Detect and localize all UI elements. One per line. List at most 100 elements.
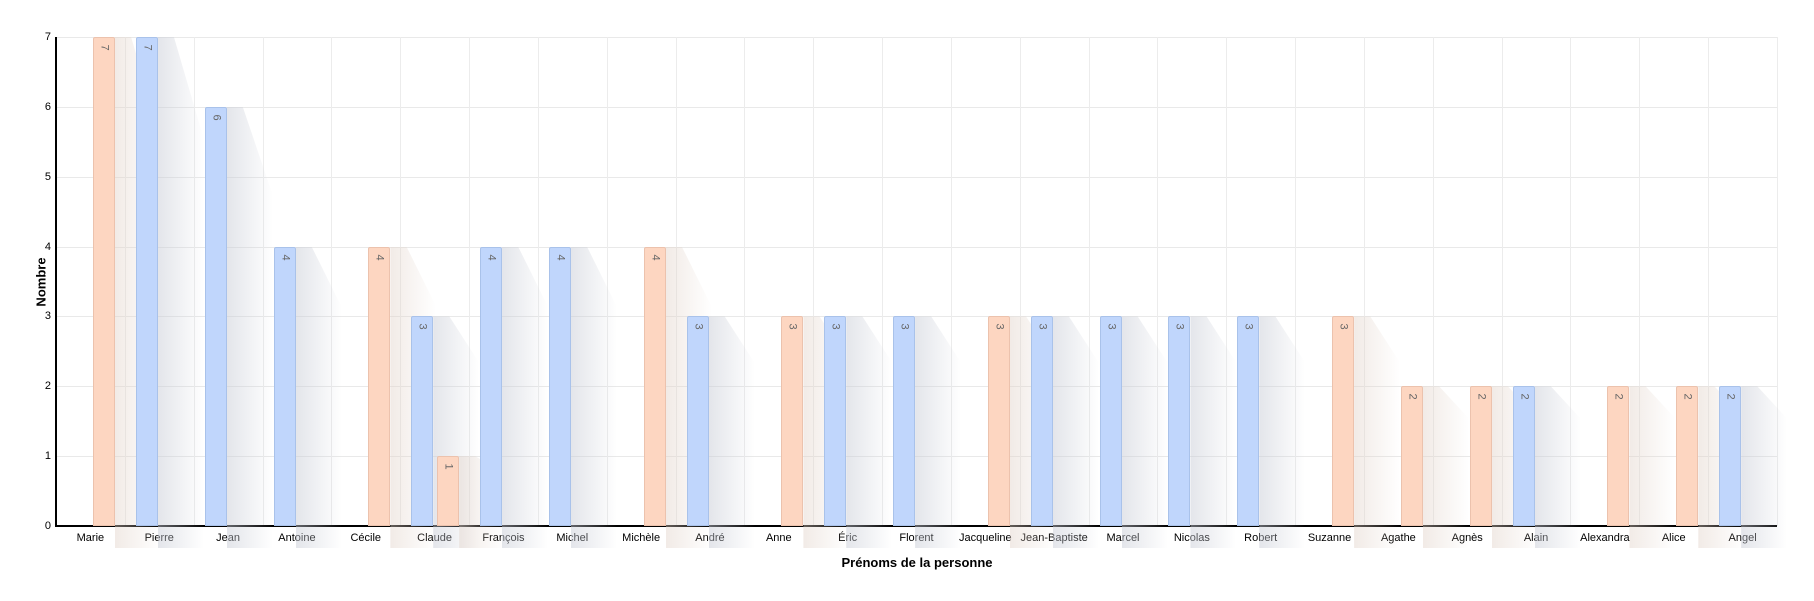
x-tick-label: Alexandra xyxy=(1580,532,1630,544)
bar-cécile[interactable]: 4 xyxy=(368,246,391,526)
bar-value-label: 7 xyxy=(141,44,154,51)
y-tick-label: 2 xyxy=(44,380,51,393)
v-gridline xyxy=(1157,37,1159,526)
v-gridline xyxy=(813,37,815,526)
bar-claude[interactable]: 3 xyxy=(411,316,434,526)
v-gridline xyxy=(1088,37,1090,526)
v-gridline xyxy=(193,37,195,526)
v-gridline xyxy=(537,37,539,526)
h-gridline xyxy=(56,176,1777,178)
h-gridline xyxy=(56,316,1777,318)
h-gridline xyxy=(56,106,1777,108)
bar-value-label: 3 xyxy=(1036,323,1049,330)
bar-shadow xyxy=(1534,386,1581,548)
bar-value-label: 4 xyxy=(649,254,662,261)
y-tick-label: 3 xyxy=(44,310,51,323)
y-tick-label: 6 xyxy=(44,100,51,113)
v-gridline xyxy=(1019,37,1021,526)
bar-antoine[interactable]: 4 xyxy=(273,246,296,526)
bar-value-label: 3 xyxy=(692,323,705,330)
bar-françois[interactable]: 4 xyxy=(480,246,503,526)
bar-value-label: 2 xyxy=(1518,393,1531,400)
bar-alain[interactable]: 2 xyxy=(1512,386,1535,526)
v-gridline xyxy=(1639,37,1641,526)
bar-shadow xyxy=(846,316,893,548)
bar-anne[interactable]: 3 xyxy=(781,316,804,526)
bar-value-label: 4 xyxy=(373,254,386,261)
bar-value-label: 4 xyxy=(279,254,292,261)
bar-claude[interactable]: 1 xyxy=(437,456,460,526)
bar-jean-baptiste[interactable]: 3 xyxy=(1030,316,1053,526)
bar-suzanne[interactable]: 3 xyxy=(1332,316,1355,526)
v-gridline xyxy=(124,37,126,526)
bar-value-label: 1 xyxy=(442,463,455,470)
y-axis-line xyxy=(55,37,57,527)
bar-shadow xyxy=(1121,316,1168,548)
v-gridline xyxy=(1226,37,1228,526)
y-tick-label: 4 xyxy=(44,240,51,253)
bar-jean[interactable]: 6 xyxy=(204,106,227,526)
bar-jacqueline[interactable]: 3 xyxy=(987,316,1010,526)
v-gridline xyxy=(882,37,884,526)
x-tick-label: Cécile xyxy=(350,532,382,544)
bar-michèle[interactable]: 4 xyxy=(643,246,666,526)
bar-shadow xyxy=(708,316,755,548)
bar-shadow xyxy=(1259,316,1306,548)
bar-shadow xyxy=(570,246,617,548)
x-tick-label: Alice xyxy=(1661,532,1686,544)
x-tick-label: Michèle xyxy=(622,532,661,544)
v-gridline xyxy=(675,37,677,526)
x-tick-label: Agathe xyxy=(1380,532,1416,544)
bar-agathe[interactable]: 2 xyxy=(1400,386,1423,526)
bar-value-label: 3 xyxy=(898,323,911,330)
bar-andré[interactable]: 3 xyxy=(686,316,709,526)
bar-value-label: 3 xyxy=(1242,323,1255,330)
bar-marcel[interactable]: 3 xyxy=(1099,316,1122,526)
bar-angel[interactable]: 2 xyxy=(1719,386,1742,526)
v-gridline xyxy=(950,37,952,526)
bar-value-label: 4 xyxy=(554,254,567,261)
bar-value-label: 3 xyxy=(993,323,1006,330)
bar-michel[interactable]: 4 xyxy=(548,246,571,526)
bar-shadow xyxy=(157,37,204,548)
bar-value-label: 3 xyxy=(416,323,429,330)
x-tick-label: Suzanne xyxy=(1307,532,1352,544)
bar-shadow xyxy=(1741,386,1788,548)
bar-marie[interactable]: 7 xyxy=(93,37,115,526)
bar-nicolas[interactable]: 3 xyxy=(1168,316,1191,526)
bar-value-label: 6 xyxy=(210,114,223,121)
y-tick-label: 5 xyxy=(44,170,51,183)
v-gridline xyxy=(469,37,471,526)
bar-robert[interactable]: 3 xyxy=(1237,316,1260,526)
h-gridline xyxy=(56,246,1777,248)
bar-alice[interactable]: 2 xyxy=(1676,386,1699,526)
bar-agnès[interactable]: 2 xyxy=(1469,386,1492,526)
x-tick-label: Agnès xyxy=(1451,532,1483,544)
bar-shadow xyxy=(226,106,273,548)
v-gridline xyxy=(400,37,402,526)
x-tick-label: Jacqueline xyxy=(959,532,1012,544)
bar-value-label: 4 xyxy=(485,254,498,261)
bar-shadow xyxy=(295,246,342,548)
bar-value-label: 3 xyxy=(1105,323,1118,330)
bar-value-label: 3 xyxy=(1173,323,1186,330)
bar-shadow xyxy=(1629,386,1676,548)
bar-florent[interactable]: 3 xyxy=(893,316,916,526)
x-tick-label: Angel xyxy=(1728,532,1757,544)
v-gridline xyxy=(262,37,264,526)
bar-shadow xyxy=(502,246,549,548)
v-gridline xyxy=(331,37,333,526)
bar-value-label: 3 xyxy=(829,323,842,330)
v-gridline xyxy=(1777,37,1778,526)
bar-value-label: 3 xyxy=(1337,323,1350,330)
x-axis-title: Prénoms de la personne xyxy=(841,555,993,570)
bar-alexandra[interactable]: 2 xyxy=(1607,386,1630,526)
bar-shadow xyxy=(915,316,962,548)
v-gridline xyxy=(1501,37,1503,526)
bar-value-label: 2 xyxy=(1475,393,1488,400)
v-gridline xyxy=(1432,37,1434,526)
bar-éric[interactable]: 3 xyxy=(824,316,847,526)
y-tick-label: 0 xyxy=(44,520,51,532)
bar-pierre[interactable]: 7 xyxy=(135,37,158,526)
